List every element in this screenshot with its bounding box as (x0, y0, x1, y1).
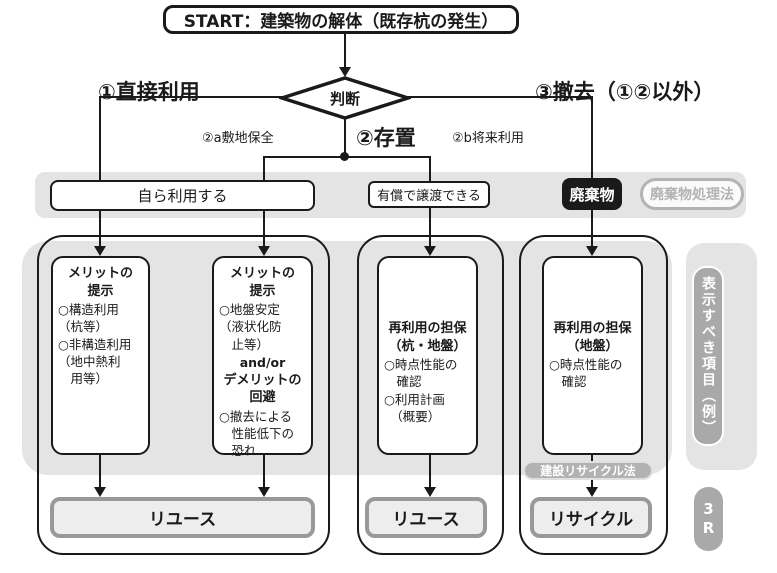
detail-box2-title: メリットの 提示 (229, 266, 295, 299)
detail-box-ground-merit: メリットの 提示 ○地盤安定 （液状化防 止等） and/or デメリットの 回… (212, 256, 313, 458)
arrowhead-recycle (586, 487, 598, 497)
recycle-label: リサイクル (548, 510, 634, 530)
diamond-shape (279, 76, 411, 120)
start-node: START：建築物の解体（既存杭の発生） (163, 5, 519, 34)
construction-recycle-law-label: 建設リサイクル法 (540, 464, 636, 478)
reuse-left-node: リユース (50, 497, 315, 538)
container-waste (519, 235, 668, 555)
arrowhead-reuse-left-2 (258, 487, 270, 497)
container-direct-use (37, 235, 330, 555)
decision-label: 判断 (329, 89, 360, 108)
self-use-node: 自ら利用する (50, 180, 315, 211)
branch-site-preservation-label: ②a敷地保全 (202, 131, 274, 146)
recycle-node: リサイクル (530, 497, 652, 538)
start-label: START：建築物の解体（既存杭の発生） (183, 12, 499, 32)
detail-box-structural-use: メリットの 提示 ○構造利用 （杭等） ○非構造利用 （地中熱利 用等） (51, 256, 150, 455)
detail-box3-title: 再利用の担保 （杭・地盤） (388, 321, 467, 354)
paid-transfer-node: 有償で譲渡できる (368, 181, 490, 208)
reuse-middle-label: リユース (392, 510, 460, 530)
arrowhead-box3 (424, 246, 436, 256)
detail-box2-connector: and/or (239, 354, 286, 370)
paid-transfer-label: 有償で譲渡できる (377, 189, 481, 204)
decision-diamond: 判断 (279, 75, 411, 121)
arrowhead-box4 (586, 246, 598, 256)
detail-box2-title2: デメリットの 回避 (223, 372, 302, 406)
arrowhead-reuse-middle (424, 487, 436, 497)
reuse-middle-node: リユース (365, 497, 487, 538)
arrowhead-decision (339, 67, 351, 77)
three-r-pill: 3R (694, 487, 723, 551)
waste-label: 廃棄物 (569, 185, 615, 204)
detail-box4-items: ○時点性能の 確認 (549, 357, 623, 390)
branch-direct-use-label: ①直接利用 (98, 80, 200, 104)
connector-box3-to-reuse (429, 455, 431, 489)
connector-branch3-vertical (591, 96, 593, 248)
arrowhead-box2 (258, 246, 270, 256)
display-items-pill: 表示すべき項目（例） (692, 266, 724, 446)
connector-box1-to-reuse (99, 455, 101, 489)
reuse-left-label: リユース (148, 510, 217, 530)
waste-node: 廃棄物 (562, 178, 622, 210)
connector-branch1-vertical (99, 96, 101, 248)
detail-box3-items: ○時点性能の 確認 ○利用計画 （概要） (384, 357, 458, 424)
detail-box-reuse-guarantee-ground: 再利用の担保 （地盤） ○時点性能の 確認 (542, 256, 643, 455)
detail-box2-items1: ○地盤安定 （液状化防 止等） (219, 302, 282, 352)
detail-box4-title: 再利用の担保 （地盤） (553, 321, 632, 354)
waste-law-label: 廃棄物処理法 (650, 187, 734, 203)
detail-box2-items2: ○撤去による 性能低下の 恐れ (219, 408, 295, 459)
connector-decision-to-junction (344, 117, 346, 158)
branch-future-use-label: ②b将来利用 (452, 131, 524, 146)
detail-box1-items: ○構造利用 （杭等） ○非構造利用 （地中熱利 用等） (58, 302, 132, 387)
connector-junction-horizontal (263, 156, 431, 158)
connector-start-to-decision (344, 33, 346, 69)
construction-recycle-law-pill: 建設リサイクル法 (523, 461, 653, 480)
waste-law-pill: 廃棄物処理法 (640, 178, 744, 210)
branch-leave-label: ②存置 (356, 126, 416, 150)
connector-branch3-horizontal (407, 96, 593, 98)
arrowhead-reuse-left-1 (94, 487, 106, 497)
branch-removal-label: ③撤去（①②以外） (535, 80, 715, 104)
connector-branch1-horizontal (99, 96, 283, 98)
container-paid-transfer (357, 235, 504, 555)
self-use-label: 自ら利用する (137, 187, 228, 205)
detail-box1-title: メリットの 提示 (67, 266, 133, 299)
connector-box2-to-reuse (263, 455, 265, 489)
arrowhead-box1 (94, 246, 106, 256)
detail-box-reuse-guarantee-pile: 再利用の担保 （杭・地盤） ○時点性能の 確認 ○利用計画 （概要） (377, 256, 478, 455)
